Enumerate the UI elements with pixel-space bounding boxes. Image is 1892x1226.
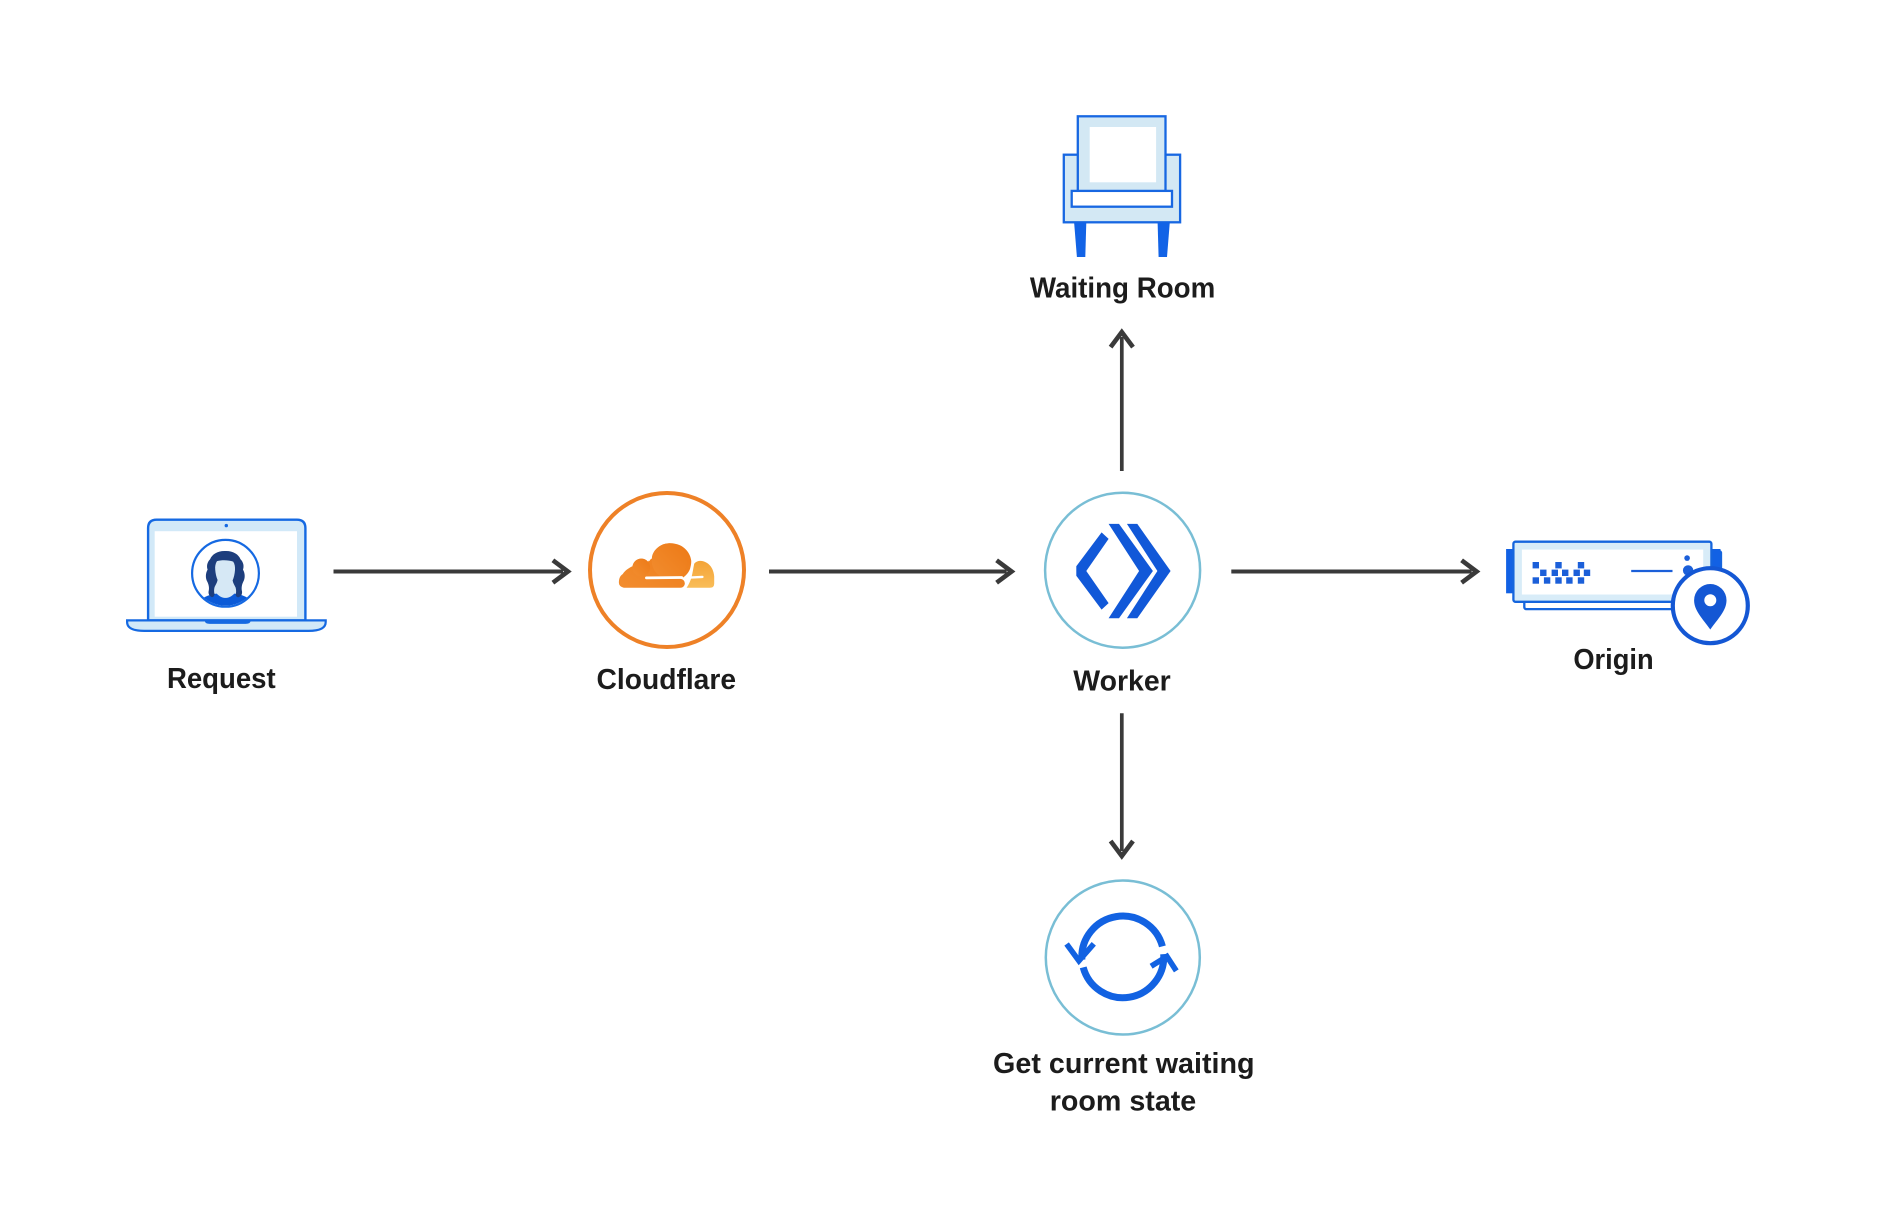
svg-text:Worker: Worker [1073, 666, 1171, 698]
svg-text:room state: room state [1050, 1086, 1197, 1118]
svg-text:Get current waiting: Get current waiting [993, 1048, 1255, 1080]
svg-text:Request: Request [167, 663, 276, 695]
svg-text:Waiting Room: Waiting Room [1030, 273, 1215, 305]
svg-text:Cloudflare: Cloudflare [597, 664, 737, 696]
svg-text:Origin: Origin [1573, 644, 1653, 676]
